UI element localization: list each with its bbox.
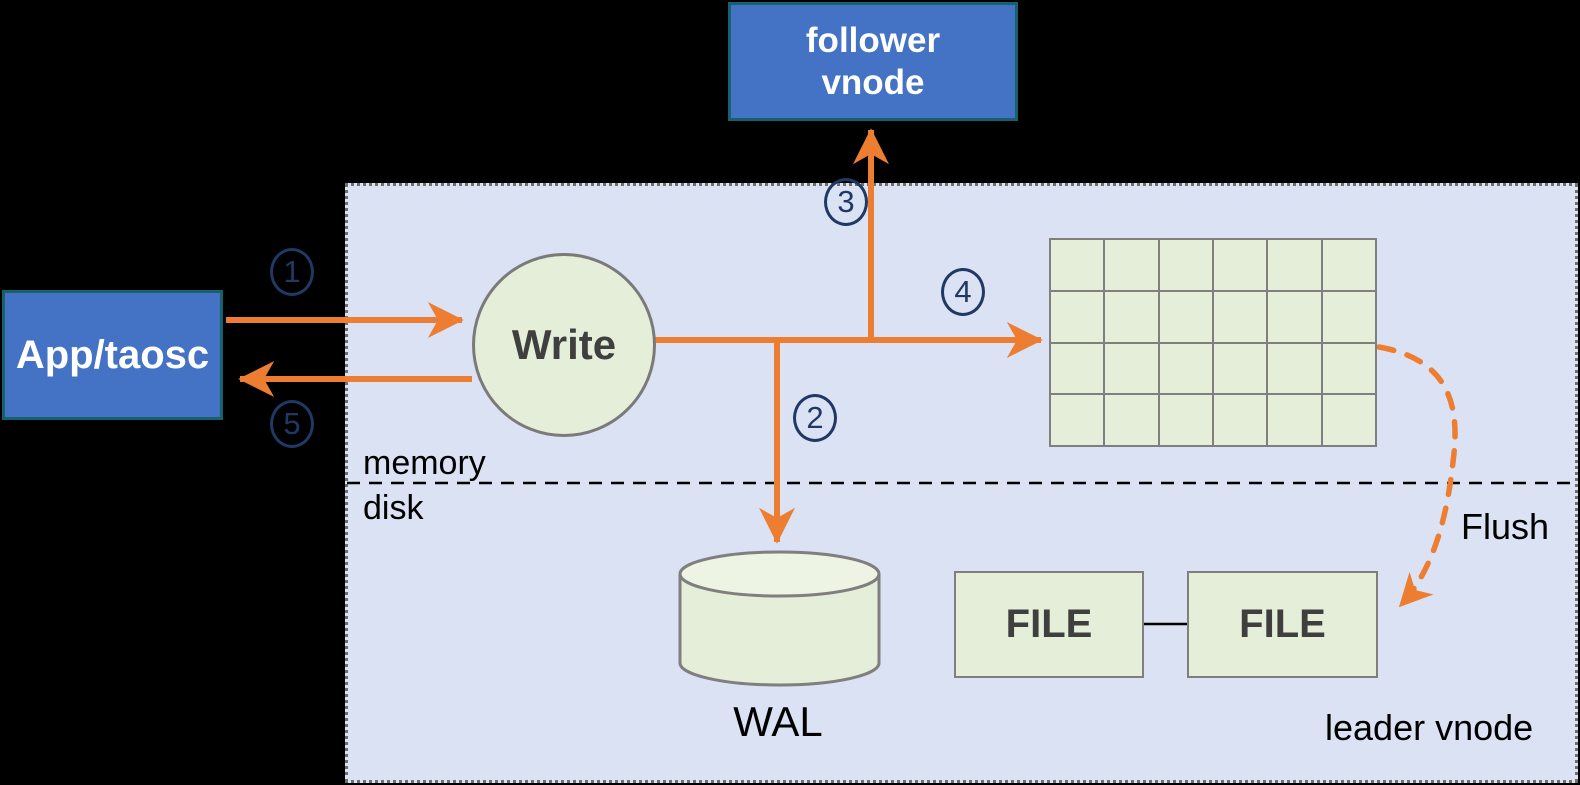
- memtable-cell: [1268, 291, 1321, 342]
- leader-vnode-label: leader vnode: [1325, 707, 1534, 748]
- write-label: Write: [511, 321, 617, 368]
- memtable-cell: [1213, 240, 1267, 290]
- memtable-grid: [1049, 238, 1377, 447]
- step-3-badge: 3: [824, 178, 868, 226]
- memtable-cell: [1051, 240, 1104, 290]
- memtable-cell: [1051, 343, 1104, 394]
- memtable-cell: [1105, 240, 1158, 290]
- memtable-cell: [1268, 240, 1321, 290]
- file-box-1-label: FILE: [1005, 602, 1093, 646]
- memtable-cell: [1051, 291, 1104, 342]
- follower-vnode-label-line1: follower: [805, 20, 941, 60]
- memtable-cell: [1105, 291, 1158, 342]
- memtable-cell: [1159, 343, 1212, 394]
- app-taosc-label: App/taosc: [15, 332, 210, 377]
- step-5-badge: 5: [270, 400, 314, 448]
- file-box-2-label: FILE: [1239, 602, 1326, 646]
- memtable-cell: [1213, 291, 1267, 342]
- memtable-cell: [1051, 395, 1104, 445]
- memtable-cell: [1213, 395, 1267, 445]
- disk-label: disk: [363, 489, 424, 527]
- flush-label: Flush: [1461, 506, 1550, 547]
- file-box-1: FILE: [954, 571, 1144, 678]
- follower-vnode-label-line2: vnode: [821, 62, 925, 102]
- memtable-cell: [1159, 395, 1212, 445]
- memtable-cell: [1268, 395, 1321, 445]
- app-taosc-node: App/taosc: [2, 290, 223, 420]
- memtable-cell: [1105, 395, 1158, 445]
- memory-label: memory: [363, 444, 486, 482]
- memtable-cell: [1322, 343, 1375, 394]
- memtable-cell: [1322, 291, 1375, 342]
- file-box-2: FILE: [1187, 571, 1378, 678]
- memtable-cell: [1322, 240, 1375, 290]
- step-2-badge: 2: [793, 394, 837, 442]
- step-4-badge: 4: [941, 268, 985, 316]
- memtable-cell: [1322, 395, 1375, 445]
- memtable-cell: [1213, 343, 1267, 394]
- follower-vnode-node: follower vnode: [728, 2, 1018, 121]
- step-1-badge: 1: [270, 248, 314, 296]
- write-node: Write: [472, 253, 656, 437]
- wal-label: WAL: [733, 698, 823, 745]
- memtable-cell: [1105, 343, 1158, 394]
- memtable-cell: [1159, 240, 1212, 290]
- memtable-cell: [1268, 343, 1321, 394]
- memtable-cell: [1159, 291, 1212, 342]
